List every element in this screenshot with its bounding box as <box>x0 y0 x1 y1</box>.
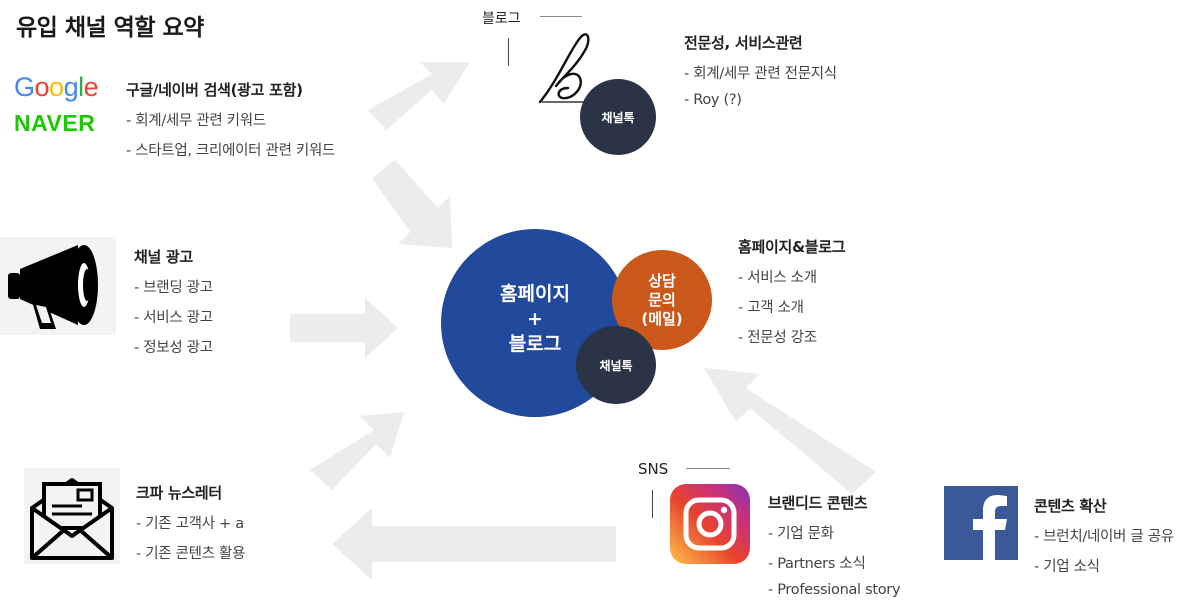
block-blog-item: - Roy (?) <box>684 92 742 108</box>
arrow-ad-to-hub <box>290 298 398 358</box>
block-blog-title: 전문성, 서비스관련 <box>684 34 803 52</box>
arrow-search-to-blog <box>368 62 470 130</box>
block-branded-item: - Professional story <box>768 582 901 598</box>
arrow-spread-to-hub <box>704 368 876 494</box>
block-newsletter-item: - 기존 고객사 + a <box>136 516 244 532</box>
consult-circle: 상담 문의 (메일) <box>612 250 712 350</box>
block-home-blog-item: - 서비스 소개 <box>738 270 817 286</box>
envelope-icon <box>24 468 120 564</box>
google-logo: Google <box>14 72 99 102</box>
block-branded: 브랜디드 콘텐츠 - 기업 문화 - Partners 소식 - Profess… <box>768 492 901 598</box>
block-branded-title: 브랜디드 콘텐츠 <box>768 494 868 512</box>
arrow-search-to-hub <box>372 160 452 248</box>
hub-label: 홈페이지 + 블로그 <box>468 282 602 357</box>
block-channel-ad-item: - 정보성 광고 <box>134 340 213 356</box>
facebook-icon <box>944 486 1018 560</box>
hub-channeltalk-circle: 채널톡 <box>576 326 656 404</box>
block-newsletter-title: 크파 뉴스레터 <box>136 484 222 502</box>
block-spread: 콘텐츠 확산 - 브런치/네이버 글 공유 - 기업 소식 <box>1034 495 1174 576</box>
block-home-blog: 홈페이지&블로그 - 서비스 소개 - 고객 소개 - 전문성 강조 <box>738 236 846 347</box>
block-channel-ad-item: - 서비스 광고 <box>134 310 213 326</box>
consult-label-3: (메일) <box>641 309 683 328</box>
hub-channeltalk-label: 채널톡 <box>599 358 633 373</box>
block-newsletter: 크파 뉴스레터 - 기존 고객사 + a - 기존 콘텐츠 활용 <box>136 482 245 563</box>
block-spread-item: - 브런치/네이버 글 공유 <box>1034 529 1174 545</box>
block-home-blog-item: - 전문성 강조 <box>738 330 817 346</box>
block-home-blog-title: 홈페이지&블로그 <box>738 238 846 256</box>
block-newsletter-item: - 기존 콘텐츠 활용 <box>136 546 246 562</box>
blog-label: 블로그 <box>482 11 521 27</box>
megaphone-icon <box>0 237 116 335</box>
instagram-icon <box>670 484 750 564</box>
block-branded-item: - Partners 소식 <box>768 556 866 572</box>
block-channel-ad-item: - 브랜딩 광고 <box>134 280 213 296</box>
block-search-item: - 회계/세무 관련 키워드 <box>126 113 266 129</box>
page-title: 유입 채널 역할 요약 <box>16 15 204 41</box>
hub-label-line1: 홈페이지 <box>500 283 570 305</box>
block-branded-item: - 기업 문화 <box>768 526 834 542</box>
block-channel-ad-title: 채널 광고 <box>134 248 193 266</box>
blog-label-tick <box>508 38 509 66</box>
blog-channeltalk-label: 채널톡 <box>601 110 635 125</box>
block-spread-title: 콘텐츠 확산 <box>1034 497 1107 515</box>
arrow-newsletter-to-hub <box>310 412 404 490</box>
block-search-title: 구글/네이버 검색(광고 포함) <box>126 81 303 99</box>
block-blog: 전문성, 서비스관련 - 회계/세무 관련 전문지식 - Roy (?) <box>684 32 837 108</box>
consult-label-2: 문의 <box>648 290 676 309</box>
block-channel-ad: 채널 광고 - 브랜딩 광고 - 서비스 광고 - 정보성 광고 <box>134 246 213 357</box>
sns-label-tick <box>652 490 653 518</box>
block-home-blog-item: - 고객 소개 <box>738 300 804 316</box>
naver-logo: NAVER <box>14 110 96 136</box>
block-spread-item: - 기업 소식 <box>1034 559 1100 575</box>
block-search: 구글/네이버 검색(광고 포함) - 회계/세무 관련 키워드 - 스타트업, … <box>126 79 335 160</box>
consult-label-1: 상담 <box>648 271 676 290</box>
blog-label-line <box>540 16 582 17</box>
hub-label-line2: 블로그 <box>508 333 562 355</box>
blog-channeltalk-circle: 채널톡 <box>580 79 656 155</box>
sns-label: SNS <box>638 460 669 478</box>
block-blog-item: - 회계/세무 관련 전문지식 <box>684 66 837 82</box>
block-search-item: - 스타트업, 크리에이터 관련 키워드 <box>126 143 336 159</box>
hub-label-plus: + <box>527 308 543 330</box>
sns-label-line <box>686 468 730 469</box>
arrow-branded-to-newsletter <box>332 508 616 580</box>
